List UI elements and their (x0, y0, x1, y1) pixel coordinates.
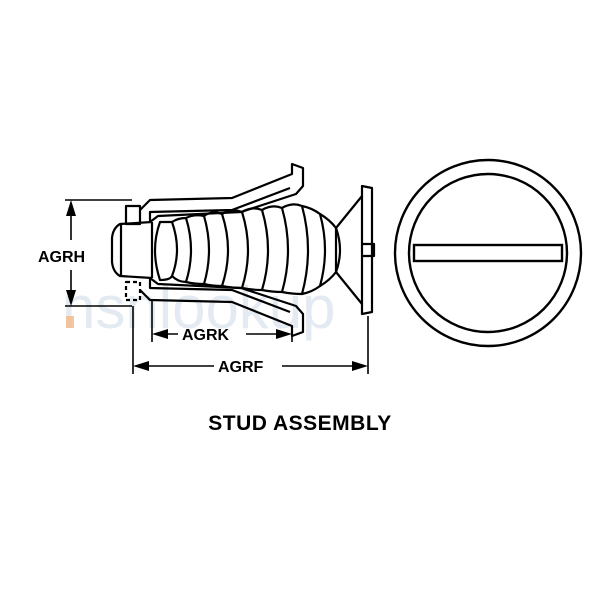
cross-pin-top (124, 204, 142, 226)
diagram-caption: STUD ASSEMBLY (208, 412, 392, 435)
label-agrf: AGRF (218, 359, 264, 376)
agrh-arrow-bottom (66, 290, 76, 306)
agrk-arrow-left (152, 329, 168, 339)
agrk-arrow-right (276, 329, 292, 339)
stud-tip (110, 220, 153, 280)
head-slot-end-view (412, 243, 564, 263)
agrf-arrow-left (133, 361, 149, 371)
head-outer-circle (393, 158, 583, 348)
stud-head (334, 184, 374, 316)
label-agrh: AGRH (38, 249, 85, 266)
head-slot (362, 242, 376, 258)
sleeve-upper-inner (148, 186, 291, 222)
agrh-arrow-top (66, 200, 76, 216)
spring-coils (153, 203, 342, 296)
watermark-accent (66, 316, 74, 328)
dimension-agrf (132, 306, 369, 374)
head-inner-circle (407, 172, 569, 334)
sleeve-lower-inner (148, 278, 291, 314)
agrf-arrow-right (352, 361, 368, 371)
label-agrk: AGRK (182, 327, 230, 344)
dimension-agrk (151, 300, 293, 342)
stud-side-view (110, 162, 376, 338)
stud-end-view (393, 158, 583, 348)
dimension-agrh (65, 199, 132, 307)
